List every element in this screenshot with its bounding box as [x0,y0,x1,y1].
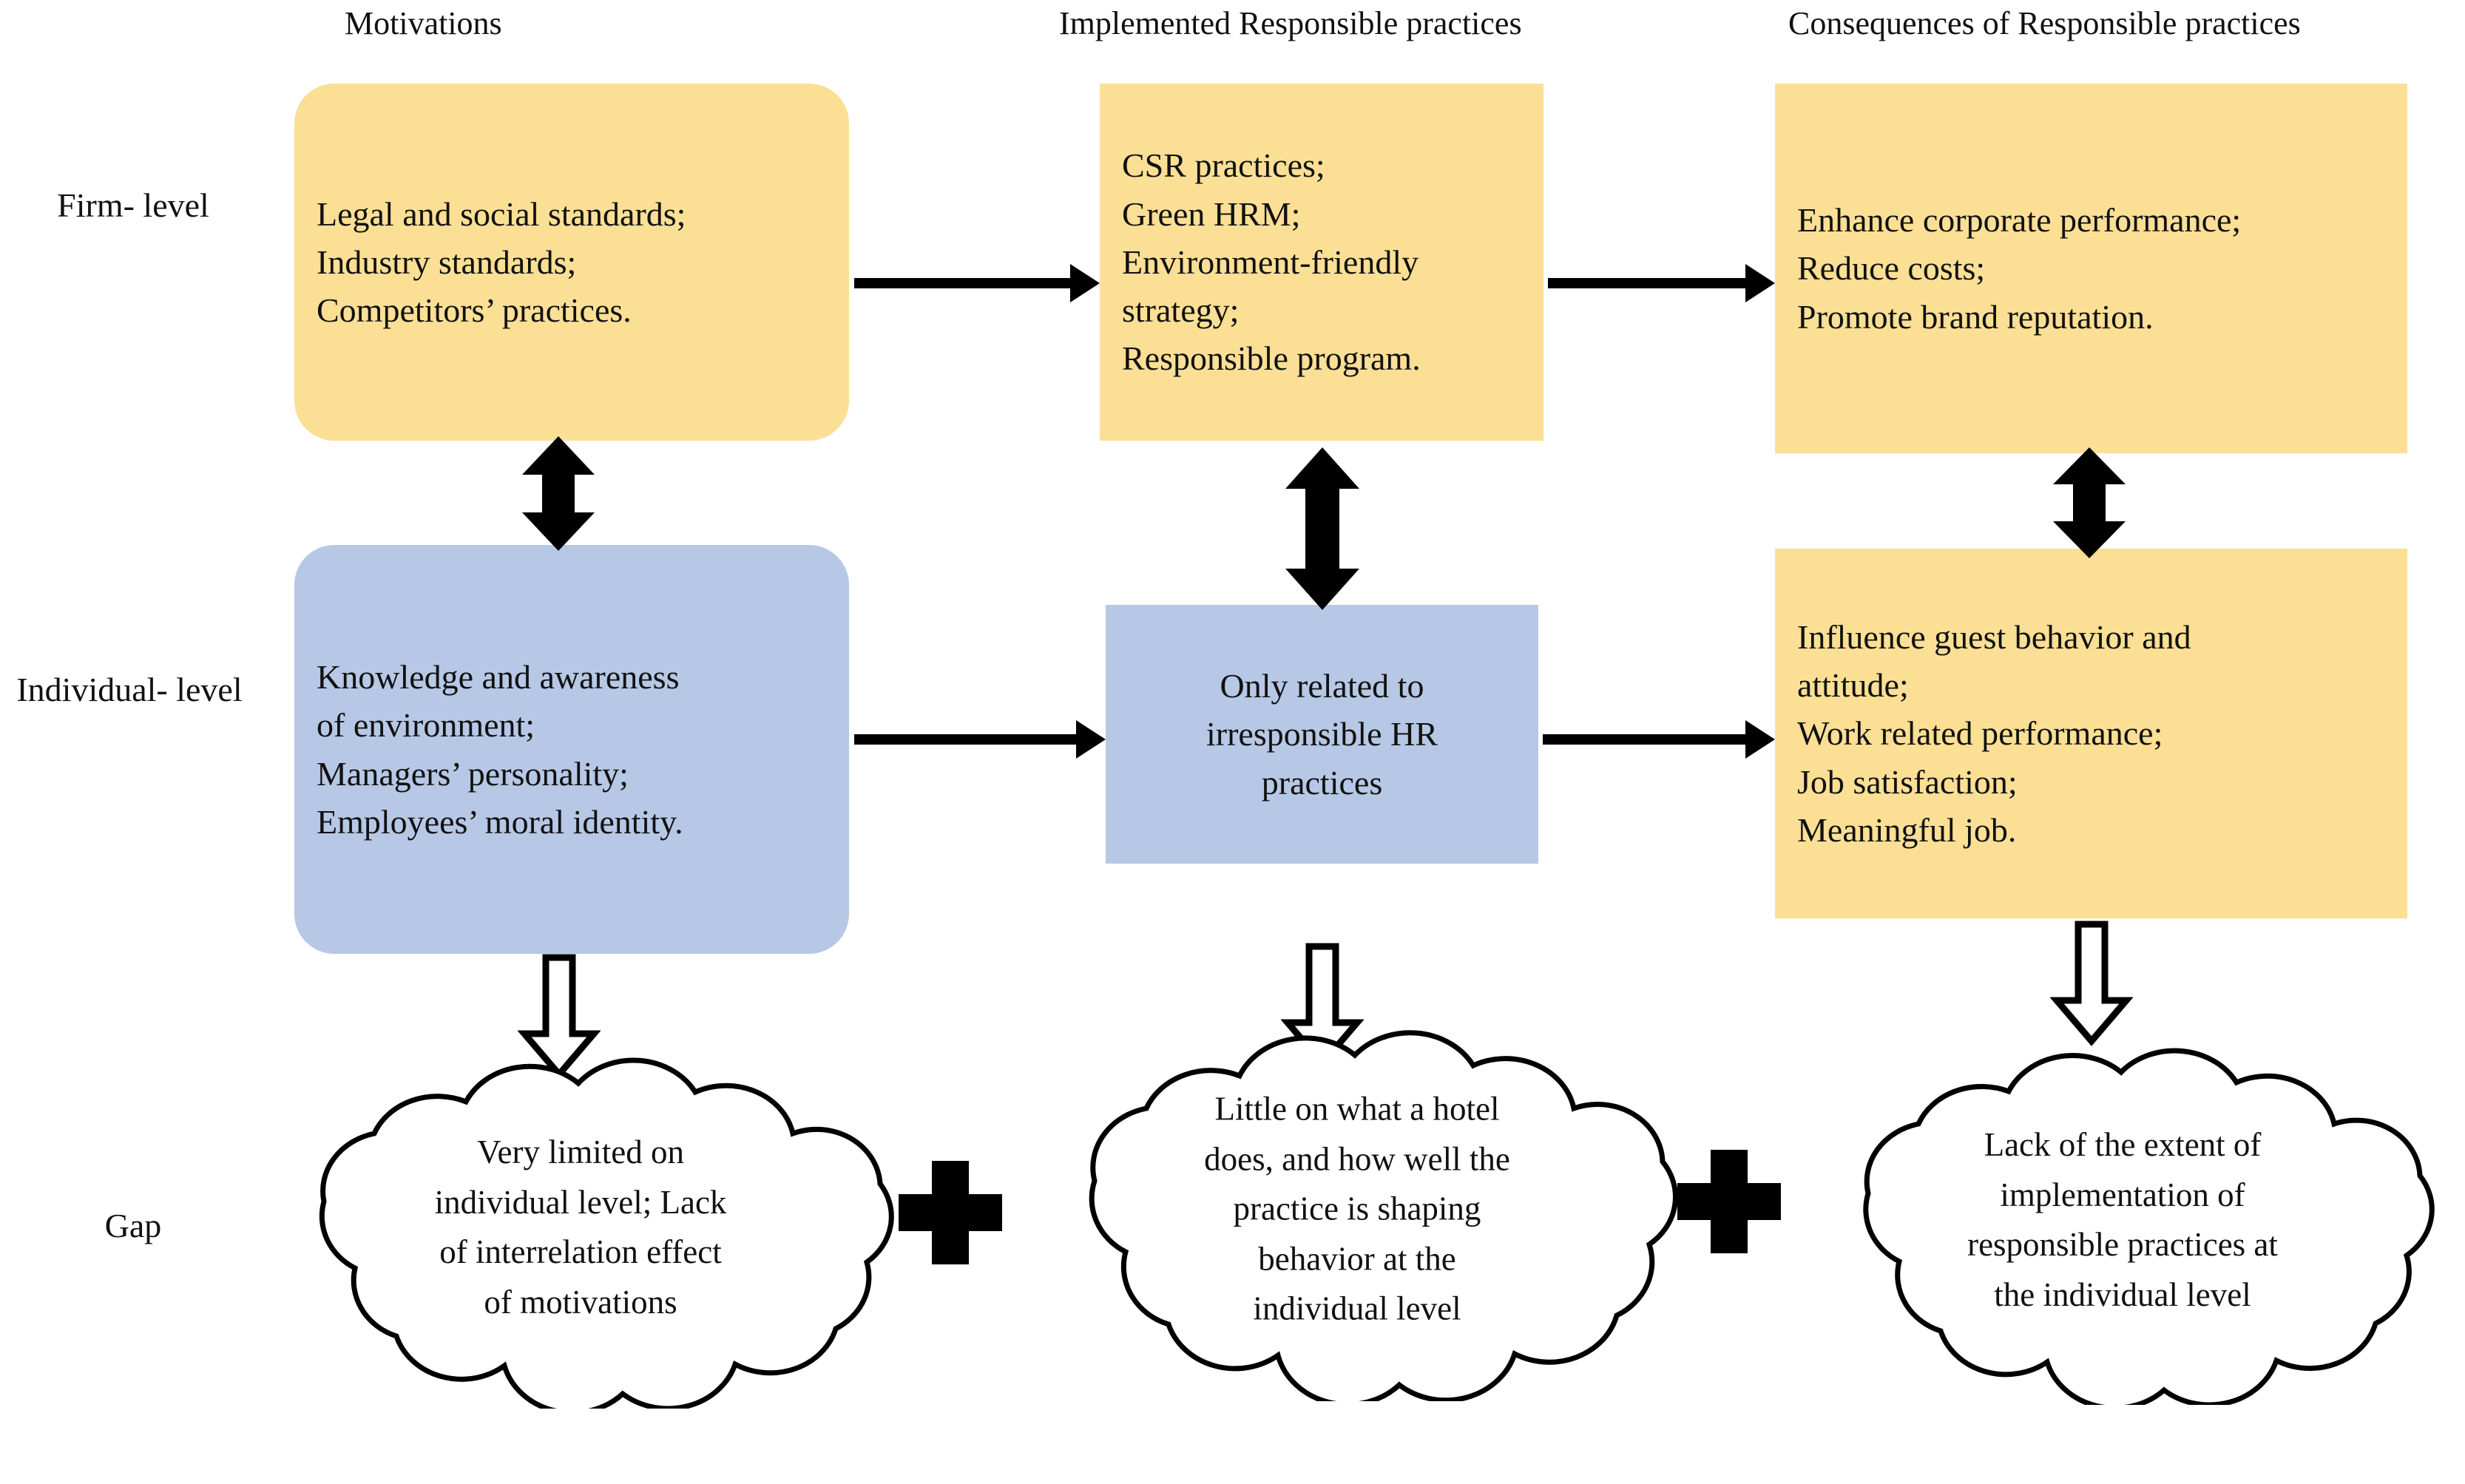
cloud-gap-motivations-text: Very limited on individual level; Lack o… [434,1134,727,1321]
box-individual-consequences[interactable]: Influence guest behavior and attitude; W… [1775,549,2407,918]
column-header-motivations: Motivations [345,5,502,41]
plus-icon-between-gap-one-and-two [899,1161,1002,1264]
hollow-down-arrow-motivations-to-gap [518,954,601,1080]
box-firm-implemented-text: CSR practices; Green HRM; Environment-fr… [1122,146,1421,378]
box-firm-consequences-text: Enhance corporate performance; Reduce co… [1797,201,2242,336]
plus-icon-between-gap-two-and-three [1677,1150,1781,1253]
row-label-gap: Gap [104,1207,162,1244]
double-arrow-consequences-firm-individual [2049,447,2130,558]
row-label-individual-level: Individual- level [16,671,243,708]
box-individual-implemented[interactable]: Only related to irresponsible HR practic… [1106,605,1538,864]
row-label-firm-level: Firm- level [57,186,209,224]
hollow-down-arrow-consequences-to-gap [2050,921,2133,1046]
double-arrow-motivations-firm-individual [518,436,599,551]
double-arrow-implemented-firm-individual [1281,447,1364,610]
column-header-implemented-responsible-practices: Implemented Responsible practices [1059,5,1522,41]
cloud-gap-consequences[interactable]: Lack of the extent of implementation of … [1790,1035,2455,1405]
column-header-consequences-of-responsible-practices: Consequences of Responsible practices [1788,5,2301,41]
box-firm-motivations-text: Legal and social standards; Industry sta… [317,194,686,330]
box-firm-consequences[interactable]: Enhance corporate performance; Reduce co… [1775,84,2407,453]
box-individual-implemented-text: Only related to irresponsible HR practic… [1206,667,1438,802]
box-individual-motivations[interactable]: Knowledge and awareness of environment; … [294,545,849,954]
box-individual-consequences-text: Influence guest behavior and attitude; W… [1797,617,2191,849]
cloud-gap-consequences-text: Lack of the extent of implementation of … [1967,1126,2278,1313]
cloud-gap-implemented[interactable]: Little on what a hotel does, and how wel… [1013,1017,1701,1401]
box-firm-implemented[interactable]: CSR practices; Green HRM; Environment-fr… [1100,84,1543,441]
cloud-gap-implemented-text: Little on what a hotel does, and how wel… [1204,1090,1510,1327]
cloud-gap-motivations[interactable]: Very limited on individual level; Lack o… [244,1046,917,1409]
box-individual-motivations-text: Knowledge and awareness of environment; … [317,657,683,841]
box-firm-motivations[interactable]: Legal and social standards; Industry sta… [294,84,849,441]
